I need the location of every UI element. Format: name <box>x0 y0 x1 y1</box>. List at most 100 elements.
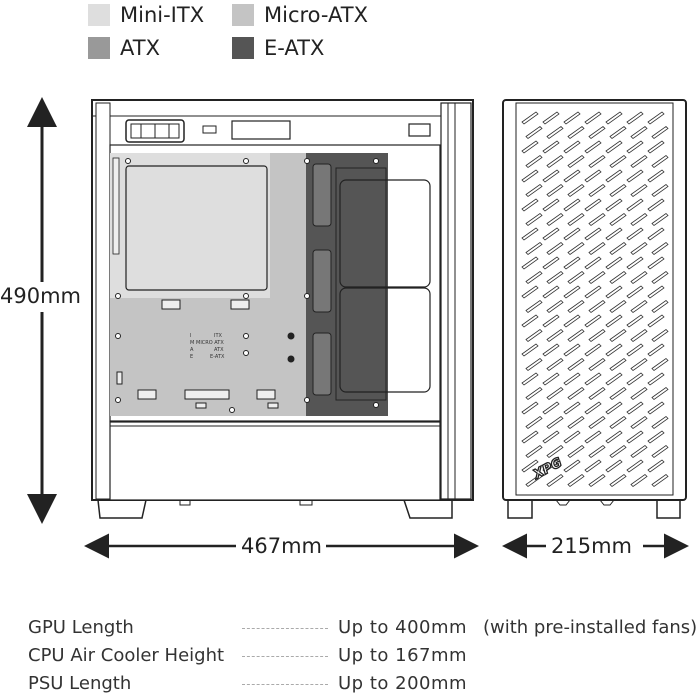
mesh-slat <box>546 415 564 430</box>
mesh-slat <box>584 227 602 241</box>
mesh-slat <box>609 183 627 198</box>
mesh-slat <box>567 183 585 198</box>
mesh-slat <box>567 328 585 343</box>
mesh-panel <box>515 102 674 496</box>
mesh-slat <box>630 270 648 285</box>
mesh-slat <box>546 328 564 343</box>
spec-row-gpu: GPU Length Up to 400mm (with pre-install… <box>28 614 700 642</box>
mesh-slat <box>525 386 543 401</box>
spec-leader <box>242 628 328 629</box>
mesh-slat <box>651 444 669 459</box>
mesh-slat <box>647 140 665 154</box>
mesh-slat <box>584 169 602 183</box>
case-foot-left <box>97 499 147 519</box>
mesh-slat <box>546 386 564 401</box>
legend-swatch-mini-itx <box>88 4 110 26</box>
mesh-slat <box>605 430 623 444</box>
mesh-slat <box>584 372 602 386</box>
mesh-slat <box>651 328 669 343</box>
mesh-slat <box>588 270 606 285</box>
mesh-slat <box>588 154 606 169</box>
mesh-slat <box>651 212 669 227</box>
legend-label: Micro-ATX <box>264 3 368 27</box>
mesh-slat <box>563 198 581 212</box>
mesh-slat <box>651 473 669 488</box>
mesh-slat <box>525 212 543 227</box>
mesh-slat <box>525 473 543 488</box>
mesh-slat <box>609 386 627 401</box>
mesh-slat <box>651 415 669 430</box>
mesh-slat <box>588 299 606 314</box>
mesh-slat <box>525 241 543 256</box>
mesh-slat <box>584 343 602 357</box>
mesh-slat <box>542 227 560 241</box>
mesh-slat <box>567 357 585 372</box>
svg-text:M: M <box>190 340 194 346</box>
front-fan-1 <box>339 179 431 288</box>
mesh-slat <box>605 459 623 473</box>
mesh-slat <box>609 212 627 227</box>
mesh-slat <box>521 256 539 270</box>
mesh-slat <box>605 140 623 154</box>
mesh-slat <box>647 372 665 386</box>
mesh-slat <box>630 154 648 169</box>
mesh-slat <box>651 154 669 169</box>
mesh-slat <box>626 401 644 415</box>
mesh-slat <box>647 314 665 328</box>
mesh-slat <box>651 125 669 140</box>
mesh-slat <box>626 169 644 183</box>
mesh-slat <box>521 430 539 444</box>
mesh-slat <box>521 459 539 473</box>
spec-label: GPU Length <box>28 617 134 638</box>
spec-label: CPU Air Cooler Height <box>28 645 225 666</box>
mesh-slat <box>588 241 606 256</box>
mesh-slat <box>525 183 543 198</box>
mesh-slat <box>630 386 648 401</box>
mesh-slat <box>563 430 581 444</box>
mesh-slat <box>605 111 623 125</box>
motherboard-legend: Mini-ITX Micro-ATX ATX E-ATX <box>0 0 420 70</box>
mesh-slat <box>605 256 623 270</box>
mesh-slat <box>588 328 606 343</box>
legend-label: ATX <box>120 36 160 60</box>
mesh-slat <box>521 198 539 212</box>
mesh-slat <box>525 125 543 140</box>
mesh-slat <box>563 401 581 415</box>
mesh-slat <box>609 444 627 459</box>
mesh-slat <box>626 314 644 328</box>
mesh-slat <box>647 401 665 415</box>
mesh-slat <box>609 299 627 314</box>
legend-swatch-atx <box>88 37 110 59</box>
mesh-slat <box>647 227 665 241</box>
front-foot-right <box>656 499 681 519</box>
board-size-labels: I M A E ITX MICRO ATX ATX E-ATX <box>190 333 225 360</box>
mesh-slat <box>651 270 669 285</box>
mesh-slat <box>542 111 560 125</box>
mesh-slat <box>584 285 602 299</box>
mesh-slat <box>567 415 585 430</box>
mesh-slat <box>651 241 669 256</box>
case-foot-right <box>402 499 453 519</box>
mesh-slat <box>630 473 648 488</box>
svg-text:MICRO ATX: MICRO ATX <box>196 340 224 346</box>
mesh-slat <box>546 125 564 140</box>
mesh-slat <box>542 169 560 183</box>
mesh-slat <box>563 256 581 270</box>
mesh-slat <box>542 343 560 357</box>
height-dimension: 490mm <box>0 97 81 524</box>
legend-item-mini-itx: Mini-ITX <box>88 0 204 30</box>
legend-label: Mini-ITX <box>120 3 205 27</box>
mesh-slat <box>588 473 606 488</box>
mesh-slat <box>546 212 564 227</box>
mesh-slat <box>588 357 606 372</box>
mesh-slat <box>563 459 581 473</box>
mesh-slat <box>521 285 539 299</box>
mesh-slat <box>609 328 627 343</box>
mesh-slat <box>563 372 581 386</box>
psu-shroud <box>109 421 441 501</box>
mesh-slat <box>647 285 665 299</box>
mesh-slat <box>609 125 627 140</box>
mesh-slat <box>521 401 539 415</box>
mesh-slat <box>563 343 581 357</box>
mesh-slat <box>647 169 665 183</box>
